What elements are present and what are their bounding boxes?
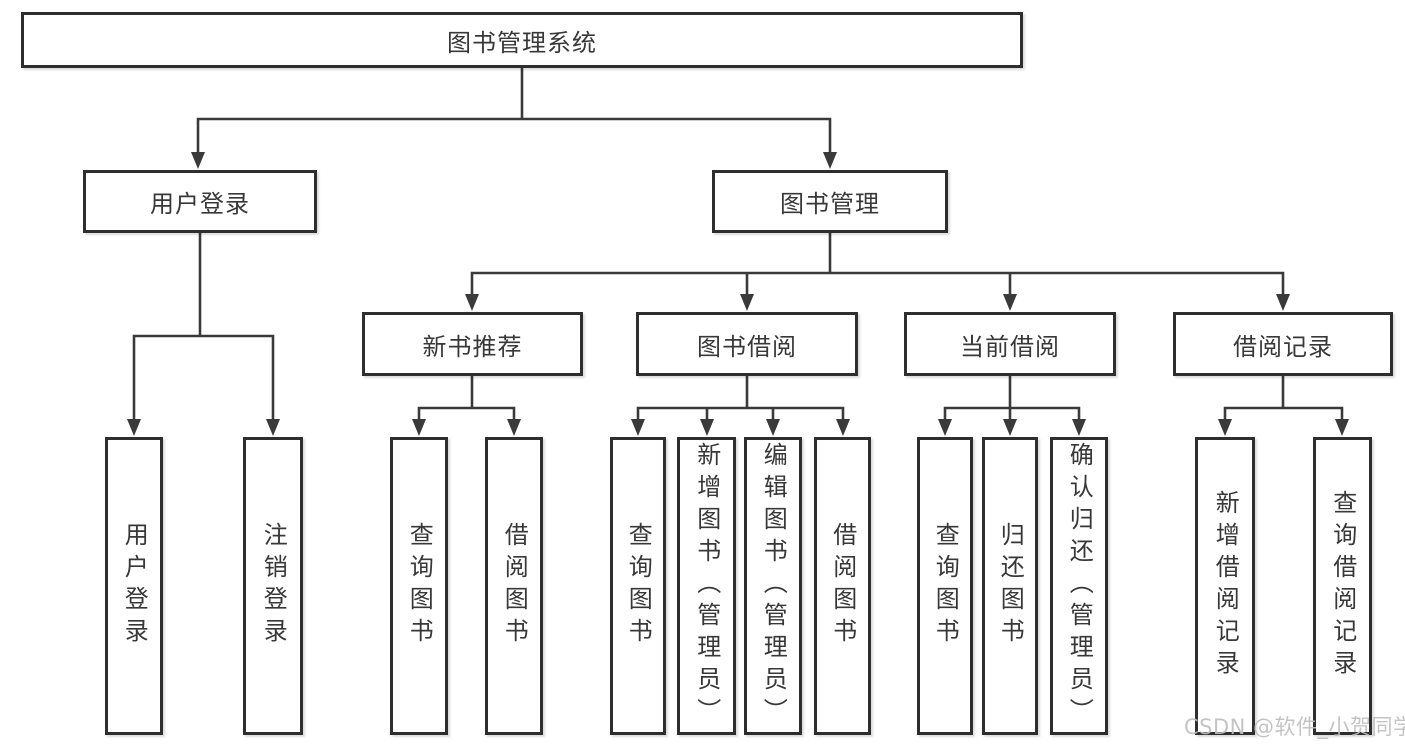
node-new-book-recommend: 新书推荐 [362, 312, 583, 376]
node-label: 归还图书 [996, 522, 1025, 650]
node-label: 用户登录 [150, 190, 250, 218]
node-book-borrowing: 图书借阅 [636, 312, 858, 376]
node-label: 编辑图书（管理员） [759, 442, 788, 730]
node-label: 新增图书（管理员） [692, 442, 721, 730]
node-label: 确认归还（管理员） [1065, 442, 1094, 730]
node-label: 查询图书 [931, 522, 960, 650]
node-book-management: 图书管理 [712, 170, 948, 233]
connector-book-management-branch [465, 231, 1290, 311]
node-label: 查询图书 [624, 522, 653, 650]
node-borrowing-records: 借阅记录 [1173, 312, 1393, 376]
leaf-add-books-admin: 新增图书（管理员） [677, 437, 736, 735]
leaf-return-books: 归还图书 [982, 437, 1038, 735]
node-label: 图书管理系统 [447, 28, 597, 57]
node-current-borrowing: 当前借阅 [904, 312, 1116, 376]
connector-new-book-recommend-branch [412, 374, 521, 436]
node-label: 查询借阅记录 [1328, 490, 1357, 682]
leaf-query-books-current: 查询图书 [917, 437, 973, 735]
node-label: 借阅记录 [1233, 332, 1333, 361]
leaf-confirm-return-admin: 确认归还（管理员） [1050, 437, 1108, 735]
node-label: 图书借阅 [697, 332, 797, 361]
connector-borrowing-records-branch [1218, 374, 1349, 436]
connector-user-login-branch [127, 231, 280, 436]
node-label: 用户登录 [120, 522, 149, 650]
node-library-management-system: 图书管理系统 [21, 12, 1023, 68]
leaf-add-borrow-record: 新增借阅记录 [1195, 437, 1255, 735]
leaf-edit-books-admin: 编辑图书（管理员） [744, 437, 802, 735]
leaf-query-books-borrowing: 查询图书 [610, 437, 666, 735]
connector-current-borrowing-branch [938, 374, 1086, 436]
connector-book-borrowing-branch [631, 374, 850, 436]
node-label: 借阅图书 [500, 522, 529, 650]
node-label: 当前借阅 [960, 332, 1060, 361]
node-label: 图书管理 [780, 190, 880, 218]
node-label: 新书推荐 [422, 332, 523, 361]
leaf-user-login: 用户登录 [105, 437, 163, 735]
leaf-borrow-books: 借阅图书 [814, 437, 871, 735]
node-user-login: 用户登录 [83, 170, 317, 233]
leaf-borrow-books-recommend: 借阅图书 [485, 437, 543, 735]
leaf-query-borrow-record: 查询借阅记录 [1313, 437, 1372, 735]
leaf-query-books-recommend: 查询图书 [390, 437, 448, 735]
leaf-logout: 注销登录 [243, 437, 303, 735]
node-label: 查询图书 [405, 522, 434, 650]
node-label: 新增借阅记录 [1211, 490, 1240, 682]
connector-root-to-level2 [191, 66, 837, 169]
csdn-watermark: CSDN @软件_小贺同学 [1184, 715, 1405, 739]
node-label: 注销登录 [259, 522, 288, 650]
node-label: 借阅图书 [828, 522, 857, 650]
